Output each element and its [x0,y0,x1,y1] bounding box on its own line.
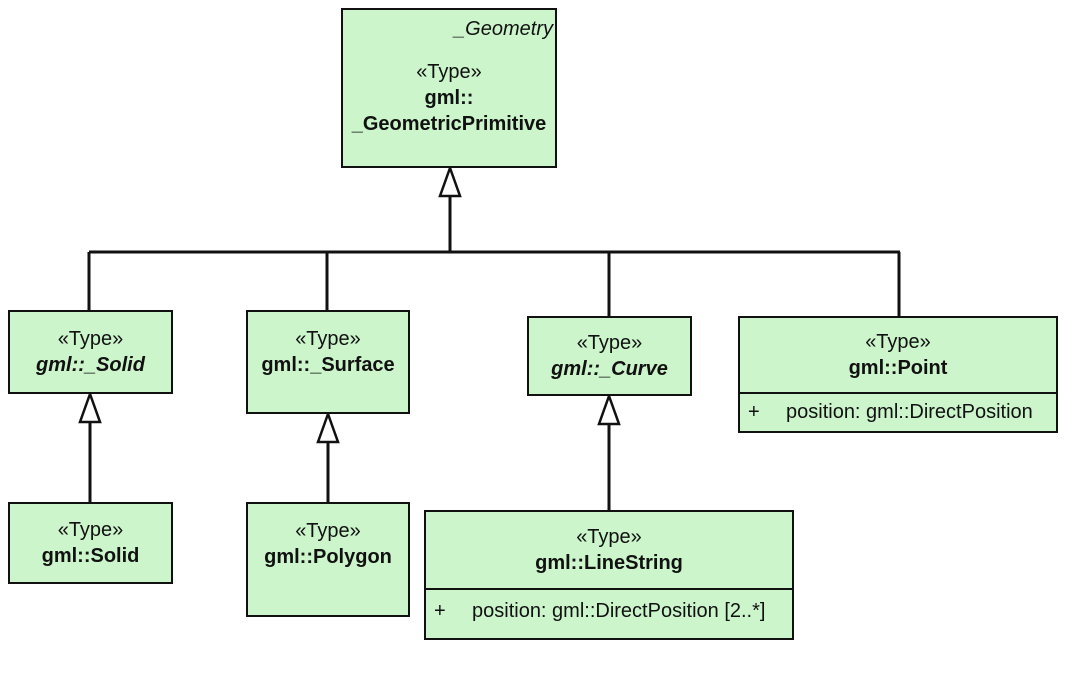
class-name: gml::Point [848,357,948,379]
class-solid[interactable]: «Type» gml::Solid [8,502,173,584]
class-polygon[interactable]: «Type» gml::Polygon [246,502,410,617]
attribute-visibility: + [748,401,760,423]
class-name: gml::_Solid [36,353,145,376]
class-name-line1: gml:: [424,86,474,109]
tagged-value-geometry: _Geometry [454,18,553,40]
class-abstract-solid[interactable]: «Type» gml::_Solid [8,310,173,394]
generalization-arrowhead-surface [316,410,340,444]
stereotype-label: «Type» [576,526,642,548]
generalization-arrowhead-curve [597,392,621,426]
stereotype-label: «Type» [295,327,361,350]
attribute-row: + position: gml::DirectPosition [2..*] [426,588,792,632]
attribute-row: + position: gml::DirectPosition [740,392,1056,430]
stereotype-label: «Type» [57,518,124,541]
class-name: gml::LineString [535,552,683,574]
class-abstract-surface[interactable]: «Type» gml::_Surface [246,310,410,414]
class-name-line2: _GeometricPrimitive [351,112,547,135]
class-name: gml::Solid [41,544,140,567]
stereotype-label: «Type» [576,331,643,354]
class-name: gml::Polygon [264,546,392,568]
stereotype-label: «Type» [57,327,124,350]
class-geometric-primitive[interactable]: _Geometry «Type» gml:: _GeometricPrimiti… [341,8,557,168]
attribute-visibility: + [434,600,446,622]
class-name: gml::_Surface [261,353,395,376]
class-linestring[interactable]: «Type» gml::LineString + position: gml::D… [424,510,794,640]
generalization-arrowhead-primitive [438,164,462,198]
stereotype-label: «Type» [416,60,482,83]
attribute-text: position: gml::DirectPosition [2..*] [472,600,766,622]
class-name: gml::_Curve [551,357,668,380]
class-point[interactable]: «Type» gml::Point + position: gml::Direct… [738,316,1058,433]
generalization-arrowhead-solid [78,390,102,424]
stereotype-label: «Type» [865,331,931,353]
stereotype-label: «Type» [295,520,361,542]
class-abstract-curve[interactable]: «Type» gml::_Curve [527,316,692,396]
attribute-text: position: gml::DirectPosition [786,401,1033,423]
